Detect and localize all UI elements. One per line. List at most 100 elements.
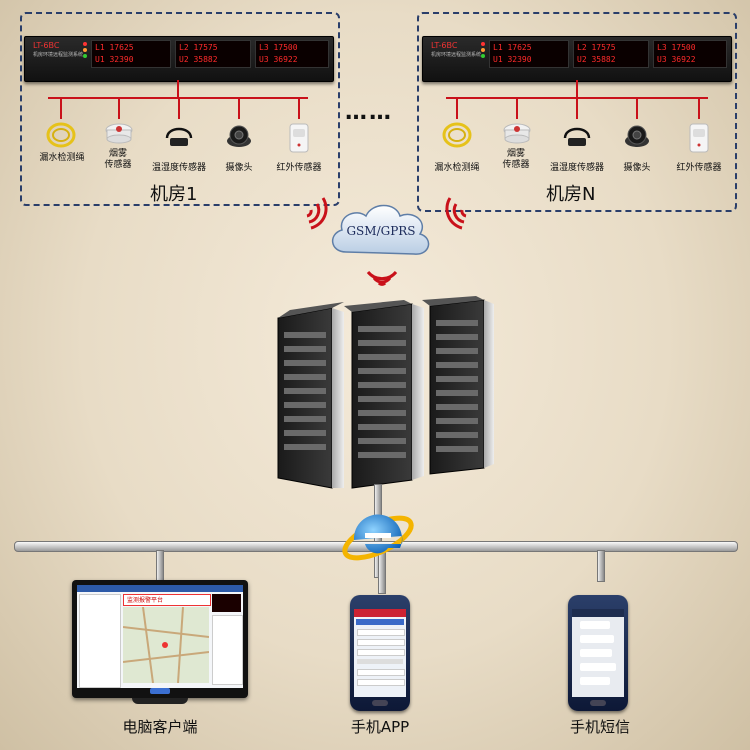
app-titlebar bbox=[77, 585, 243, 592]
sensor-label: 烟雾 传感器 bbox=[502, 149, 530, 170]
status-leds bbox=[481, 42, 486, 60]
room-1-monitor-device: LT-6BC 机房环境远程监测系统 L1 17625 U1 32390 L2 1… bbox=[24, 36, 334, 82]
sensor-drop bbox=[576, 97, 578, 119]
app-row bbox=[357, 649, 405, 656]
smartphone-app-icon bbox=[350, 595, 410, 711]
desktop-monitor-icon: 监测报警平台 bbox=[72, 580, 248, 698]
water-leak-rope-icon bbox=[46, 122, 76, 148]
display-panel-2: L2 17575 U2 35882 bbox=[573, 40, 649, 68]
display-panel-1: L1 17625 U1 32390 bbox=[91, 40, 171, 68]
sms-header bbox=[572, 609, 624, 617]
client-label-sms: 手机短信 bbox=[569, 718, 630, 736]
internet-explorer-icon bbox=[342, 514, 414, 561]
display-panel-3: L3 17500 U3 36922 bbox=[653, 40, 727, 68]
status-leds bbox=[83, 42, 88, 60]
monitor-screen: 监测报警平台 bbox=[77, 585, 243, 688]
reading-u1: U1 32390 bbox=[493, 55, 532, 64]
app-map-view bbox=[122, 606, 210, 684]
room-1-trunk-line bbox=[177, 80, 179, 98]
wireless-signal-right-icon bbox=[445, 197, 467, 230]
sensor-drop bbox=[456, 97, 458, 119]
pc-drop-pipe bbox=[156, 550, 164, 582]
room-1-title: 机房1 bbox=[150, 184, 198, 205]
camera-icon bbox=[227, 125, 251, 147]
app-right-panel bbox=[212, 615, 243, 685]
reading-l3: L3 17500 bbox=[657, 43, 696, 52]
smoke-detector-icon bbox=[503, 123, 531, 144]
app-header bbox=[354, 609, 406, 617]
sensor-label: 摄像头 bbox=[623, 163, 651, 173]
sms-bubble bbox=[580, 635, 614, 643]
sms-bubble bbox=[580, 649, 612, 657]
client-label-pc: 电脑客户端 bbox=[122, 718, 198, 736]
sensor-drop bbox=[698, 97, 700, 119]
wireless-signal-down-icon bbox=[366, 270, 398, 286]
reading-l2: L2 17575 bbox=[577, 43, 616, 52]
device-brand: LT-6BC bbox=[431, 41, 458, 50]
reading-l2: L2 17575 bbox=[179, 43, 218, 52]
sensor-label: 红外传感器 bbox=[276, 163, 322, 173]
app-window-title: 监测报警平台 bbox=[127, 597, 164, 604]
app-row bbox=[357, 679, 405, 686]
temperature-humidity-sensor-icon bbox=[165, 127, 193, 146]
device-subtitle: 机房环境远程监测系统 bbox=[33, 52, 84, 58]
app-row bbox=[357, 659, 403, 664]
display-panel-2: L2 17575 U2 35882 bbox=[175, 40, 251, 68]
reading-l1: L1 17625 bbox=[493, 43, 532, 52]
power-led bbox=[150, 688, 170, 694]
room-n-frame bbox=[417, 12, 737, 212]
sensor-label: 温湿度传感器 bbox=[151, 163, 206, 173]
sensor-drop bbox=[118, 97, 120, 119]
app-row bbox=[357, 639, 405, 646]
sensor-label: 漏水检测绳 bbox=[434, 163, 480, 173]
sms-bubble bbox=[580, 663, 616, 671]
sensor-label: 漏水检测绳 bbox=[39, 153, 85, 163]
sensor-label: 摄像头 bbox=[225, 163, 253, 173]
infrared-sensor-icon bbox=[689, 123, 709, 153]
reading-l3: L3 17500 bbox=[259, 43, 298, 52]
room-n-trunk-line bbox=[576, 80, 578, 98]
sensor-label: 红外传感器 bbox=[676, 163, 722, 173]
app-side-panel bbox=[79, 594, 121, 688]
smoke-detector-icon bbox=[105, 123, 133, 144]
app-tab-bar bbox=[356, 619, 404, 625]
network-label: GSM/GPRS bbox=[346, 224, 416, 238]
app-led-panel bbox=[212, 594, 241, 612]
reading-u1: U1 32390 bbox=[95, 55, 134, 64]
reading-u2: U2 35882 bbox=[577, 55, 616, 64]
sensor-drop bbox=[238, 97, 240, 119]
room-1-frame bbox=[20, 12, 340, 206]
app-row bbox=[357, 669, 405, 676]
sensor-drop bbox=[516, 97, 518, 119]
home-button bbox=[372, 700, 388, 706]
server-racks-icon bbox=[277, 296, 494, 489]
display-panel-1: L1 17625 U1 32390 bbox=[489, 40, 569, 68]
reading-l1: L1 17625 bbox=[95, 43, 134, 52]
sms-bubble bbox=[580, 621, 610, 629]
wireless-signal-left-icon bbox=[306, 197, 328, 230]
phone-sms-drop-pipe bbox=[597, 550, 605, 582]
app-title-box bbox=[123, 594, 211, 606]
sms-bubble bbox=[580, 677, 610, 685]
sensor-label: 温湿度传感器 bbox=[549, 163, 604, 173]
phone-screen bbox=[572, 609, 624, 697]
infrared-sensor-icon bbox=[289, 123, 309, 153]
sensor-drop bbox=[298, 97, 300, 119]
sensor-label: 烟雾 传感器 bbox=[104, 149, 132, 170]
sensor-drop bbox=[178, 97, 180, 119]
smartphone-sms-icon bbox=[568, 595, 628, 711]
home-button bbox=[590, 700, 606, 706]
device-subtitle: 机房环境远程监测系统 bbox=[431, 52, 482, 58]
temperature-humidity-sensor-icon bbox=[563, 127, 591, 146]
ellipsis-dots: …… bbox=[345, 100, 393, 125]
reading-u3: U3 36922 bbox=[259, 55, 298, 64]
cloud-icon bbox=[332, 204, 430, 255]
app-row bbox=[357, 629, 405, 636]
water-leak-rope-icon bbox=[442, 122, 472, 148]
sensor-drop bbox=[60, 97, 62, 119]
display-panel-3: L3 17500 U3 36922 bbox=[255, 40, 329, 68]
reading-u2: U2 35882 bbox=[179, 55, 218, 64]
client-label-app: 手机APP bbox=[350, 718, 410, 736]
monitor-stand bbox=[132, 698, 188, 704]
reading-u3: U3 36922 bbox=[657, 55, 696, 64]
